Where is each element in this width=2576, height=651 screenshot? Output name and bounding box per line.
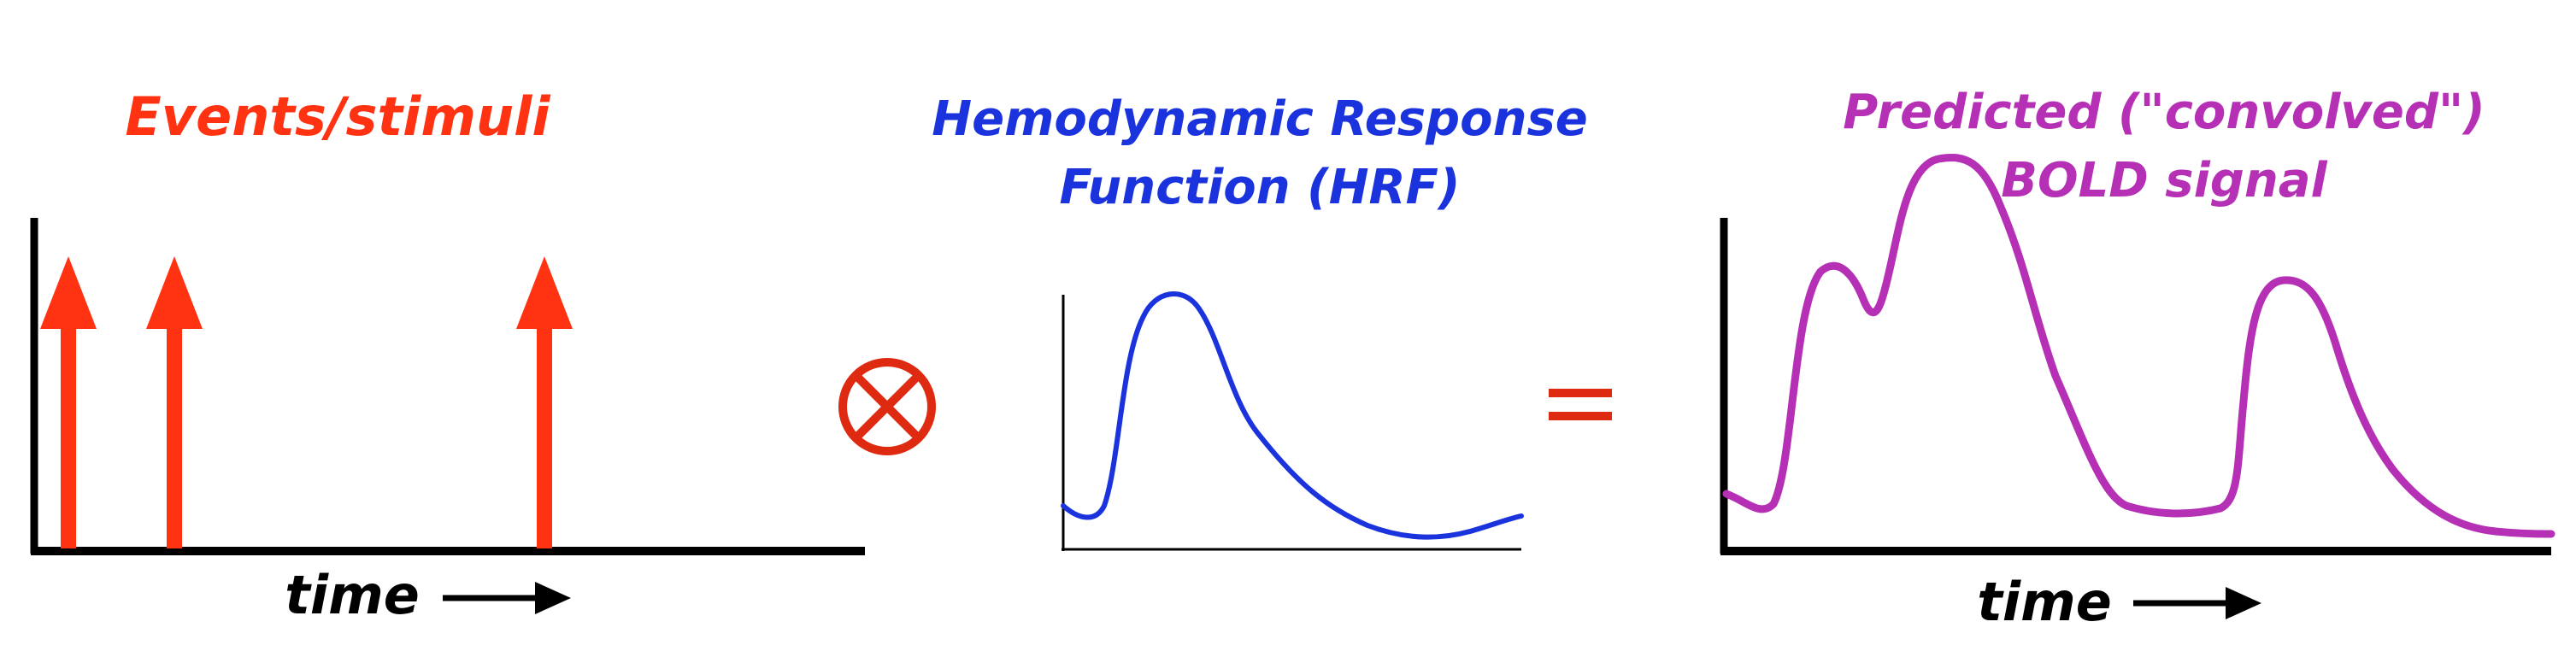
hrf-curve [1061, 291, 1524, 540]
bold-panel: Predicted ("convolved") BOLD signal time [1720, 85, 2555, 633]
bold-time-label: time [1977, 571, 2112, 633]
bold-title-line2: BOLD signal [2001, 153, 2327, 208]
events-time-arrow-icon [443, 582, 571, 614]
bold-title-line1: Predicted ("convolved") [1843, 85, 2485, 140]
bold-curve [1722, 153, 2555, 538]
stimulus-arrow [146, 256, 203, 548]
events-panel: Events/stimuli time [30, 85, 865, 626]
circled-times-icon [838, 358, 936, 455]
events-title: Events/stimuli [125, 85, 550, 148]
hrf-title-line2: Function (HRF) [1059, 160, 1460, 215]
hrf-panel: Hemodynamic Response Function (HRF) [932, 91, 1588, 551]
stimulus-arrow [516, 256, 573, 548]
stimulus-arrow [40, 256, 97, 548]
events-time-label: time [285, 564, 420, 626]
equals-icon [1549, 389, 1612, 420]
bold-time-arrow-icon [2133, 587, 2261, 619]
hrf-title-line1: Hemodynamic Response [932, 91, 1588, 147]
